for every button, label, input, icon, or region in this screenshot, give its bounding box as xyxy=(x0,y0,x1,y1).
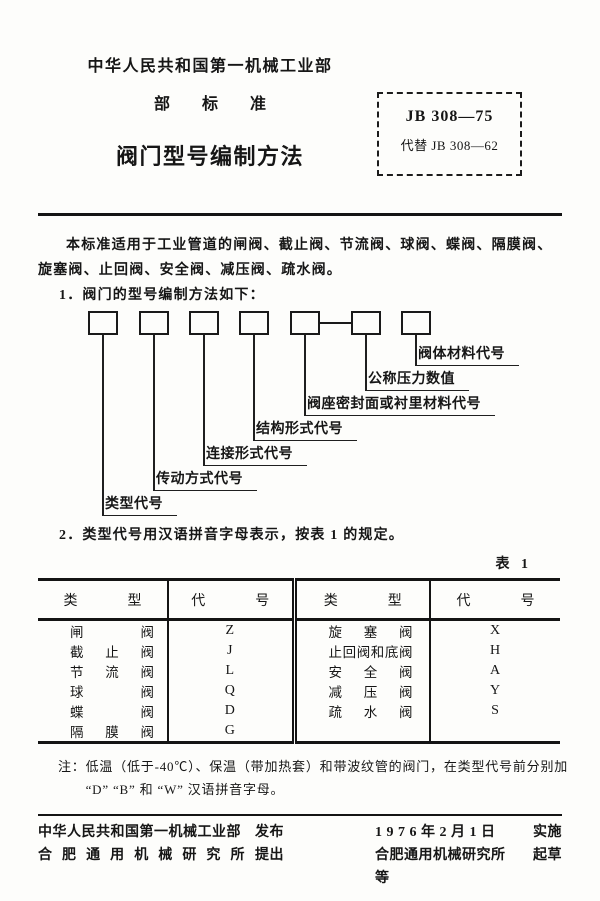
diagram-label-body-material-code: 阀体材料代号 xyxy=(415,346,519,366)
connector-line-3 xyxy=(203,335,205,466)
standard-number-badge: JB 308—75 代替 JB 308—62 xyxy=(377,92,522,176)
type-cell: 疏水阀 xyxy=(291,701,430,721)
replaces-standard: 代替 JB 308—62 xyxy=(400,138,499,153)
hyphen-connector xyxy=(320,322,351,324)
document-title: 阀门型号编制方法 xyxy=(115,144,304,169)
type-cell: 减压阀 xyxy=(291,681,430,701)
header-type-right: 类型 xyxy=(291,579,430,621)
field-box-3 xyxy=(189,311,219,335)
field-box-1 xyxy=(88,311,118,335)
type-cell: 蝶阀 xyxy=(70,705,154,720)
note-prefix: 注： xyxy=(58,759,86,774)
code-cell xyxy=(429,721,560,743)
note-line-2: “D” “B” 和 “W” 汉语拼音字母。 xyxy=(85,782,285,797)
item-1-text: 1．阀门的型号编制方法如下： xyxy=(59,288,265,303)
standard-number: JB 308—75 xyxy=(405,108,494,125)
diagram-label-structure-form-code: 结构形式代号 xyxy=(253,421,357,441)
field-box-4 xyxy=(239,311,269,335)
header-type-left: 类型 xyxy=(38,579,168,621)
footer-divider xyxy=(38,814,562,816)
type-cell: 旋塞阀 xyxy=(291,619,430,641)
code-cell: J xyxy=(167,641,294,661)
connector-line-4 xyxy=(253,335,255,441)
table-note: 注： 低温（低于-40℃）、保温（带加热套）和带波纹管的阀门，在类型代号前分别加… xyxy=(38,755,567,801)
note-line-1: 低温（低于-40℃）、保温（带加热套）和带波纹管的阀门，在类型代号前分别加 xyxy=(85,759,569,774)
type-cell xyxy=(291,721,430,743)
code-cell: Q xyxy=(167,681,294,701)
code-cell: S xyxy=(429,701,560,721)
field-box-7 xyxy=(401,311,431,335)
issued-label: 发布 xyxy=(255,825,284,840)
code-cell: L xyxy=(167,661,294,681)
connector-line-2 xyxy=(153,335,155,491)
footer-implementation-row: 1 9 7 6 年 2 月 1 日 实施 xyxy=(375,821,562,844)
code-cell: H xyxy=(429,641,560,661)
table-row: 截止阀 J 止回阀和底阀 H xyxy=(38,641,560,661)
code-cell: D xyxy=(167,701,294,721)
type-cell: 安全阀 xyxy=(291,661,430,681)
issuing-org: 中华人民共和国第一机械工业部 xyxy=(38,825,241,840)
type-cell: 截止阀 xyxy=(70,645,154,660)
scope-paragraph: 本标准适用于工业管道的闸阀、截止阀、节流阀、球阀、蝶阀、隔膜阀、旋塞阀、止回阀、… xyxy=(38,238,553,278)
proposed-label: 提出 xyxy=(255,848,284,863)
connector-line-1 xyxy=(102,335,104,516)
code-cell: Y xyxy=(429,681,560,701)
type-cell: 闸阀 xyxy=(70,625,154,640)
footer-proposed-row: 合肥通用机械研究所 提出 xyxy=(38,844,284,867)
diagram-label-type-code: 类型代号 xyxy=(102,496,177,516)
table-caption: 表 1 xyxy=(495,557,532,572)
diagram-label-nominal-pressure: 公称压力数值 xyxy=(365,371,469,391)
footer-left-block: 中华人民共和国第一机械工业部 发布 合肥通用机械研究所 提出 xyxy=(38,821,284,890)
diagram-label-drive-mode-code: 传动方式代号 xyxy=(153,471,257,491)
header-code-left: 代号 xyxy=(167,579,294,621)
proposing-org: 合肥通用机械研究所 xyxy=(38,848,245,863)
table-row: 节流阀 L 安全阀 A xyxy=(38,661,560,681)
diagram-label-seat-material-code: 阀座密封面或衬里材料代号 xyxy=(304,396,495,416)
footer-right-block: 1 9 7 6 年 2 月 1 日 实施 合肥通用机械研究所等 起草 xyxy=(375,821,562,890)
field-box-5 xyxy=(290,311,320,335)
footer-drafted-row: 合肥通用机械研究所等 起草 xyxy=(375,844,562,890)
table-row: 隔膜阀 G xyxy=(38,721,560,743)
model-number-diagram: 类型代号 传动方式代号 连接形式代号 结构形式代号 阀座密封面或衬里材料代号 公… xyxy=(38,311,562,523)
type-code-table: 类型 代号 类型 代号 闸阀 Z 旋塞阀 X 截止阀 J 止回阀和底阀 H 节流… xyxy=(38,578,560,744)
connector-line-7 xyxy=(415,335,417,366)
header-divider xyxy=(38,213,562,216)
footer-issued-row: 中华人民共和国第一机械工业部 发布 xyxy=(38,821,284,844)
document-header: 中华人民共和国第一机械工业部 部标准 阀门型号编制方法 xyxy=(38,56,382,172)
drafted-label: 起草 xyxy=(533,848,562,863)
ministry-name: 中华人民共和国第一机械工业部 xyxy=(87,58,333,75)
connector-line-6 xyxy=(365,335,367,391)
diagram-label-connection-form-code: 连接形式代号 xyxy=(203,446,307,466)
note-text: 低温（低于-40℃）、保温（带加热套）和带波纹管的阀门，在类型代号前分别加 “D… xyxy=(86,755,568,801)
table-row: 蝶阀 D 疏水阀 S xyxy=(38,701,560,721)
code-cell: G xyxy=(167,721,294,743)
type-cell: 隔膜阀 xyxy=(70,725,154,740)
table-header-row: 类型 代号 类型 代号 xyxy=(38,579,560,621)
connector-line-5 xyxy=(304,335,306,416)
type-cell: 球阀 xyxy=(70,685,154,700)
code-cell: X xyxy=(429,619,560,641)
item-2-text: 2．类型代号用汉语拼音字母表示，按表 1 的规定。 xyxy=(59,528,404,543)
implementation-date: 1 9 7 6 年 2 月 1 日 xyxy=(375,825,496,840)
type-cell: 止回阀和底阀 xyxy=(291,641,430,661)
implemented-label: 实施 xyxy=(533,825,562,840)
code-cell: Z xyxy=(167,619,294,641)
header-code-right: 代号 xyxy=(429,579,560,621)
type-cell: 节流阀 xyxy=(70,665,154,680)
field-box-2 xyxy=(139,311,169,335)
document-footer: 中华人民共和国第一机械工业部 发布 合肥通用机械研究所 提出 1 9 7 6 年… xyxy=(38,821,562,890)
standard-type-label: 部标准 xyxy=(153,96,298,113)
drafting-org: 合肥通用机械研究所等 xyxy=(375,848,506,886)
table-row: 球阀 Q 减压阀 Y xyxy=(38,681,560,701)
table-row: 闸阀 Z 旋塞阀 X xyxy=(38,619,560,641)
code-cell: A xyxy=(429,661,560,681)
field-box-6 xyxy=(351,311,381,335)
